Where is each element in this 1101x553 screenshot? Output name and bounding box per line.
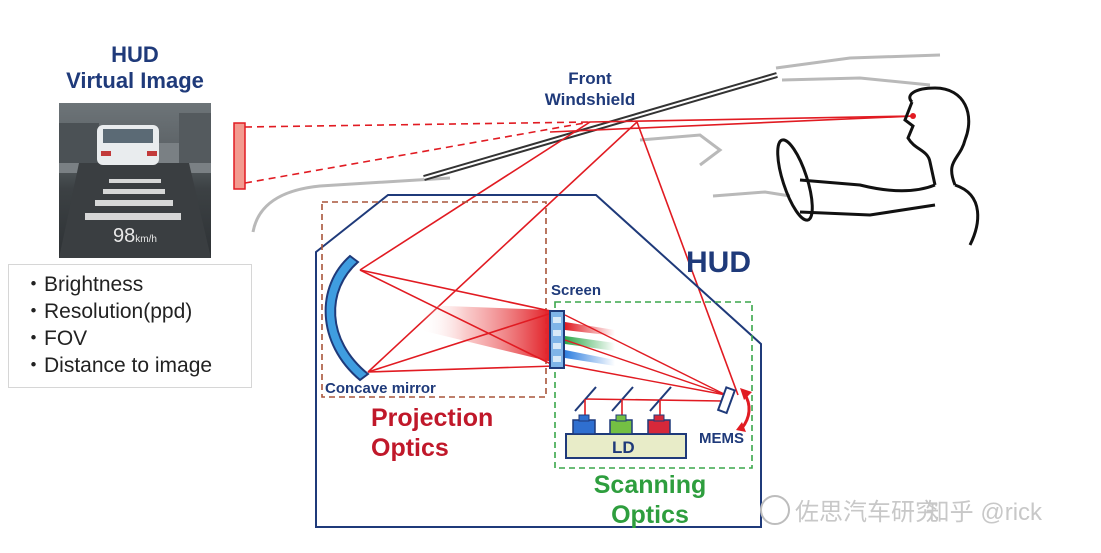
metric-label: Brightness bbox=[44, 273, 144, 296]
windshield-label-line2: Windshield bbox=[544, 90, 636, 109]
virtual-image-title: HUD Virtual Image bbox=[40, 42, 230, 94]
virtual-image-bar bbox=[233, 122, 246, 190]
driver-silhouette bbox=[776, 86, 980, 246]
metrics-list: ・Brightness ・Resolution(ppd) ・FOV ・Dista… bbox=[8, 264, 252, 388]
list-item: ・Resolution(ppd) bbox=[23, 298, 251, 325]
bullet: ・ bbox=[23, 300, 44, 323]
speed-unit: km/h bbox=[135, 234, 157, 245]
virtual-image-title-line2: Virtual Image bbox=[66, 68, 204, 93]
projection-optics-box bbox=[321, 201, 547, 398]
car-interior-outline bbox=[251, 53, 941, 233]
projection-optics-label: Projection Optics bbox=[371, 403, 493, 463]
watermark: 佐思汽车研究 知乎 @rick bbox=[795, 492, 1042, 527]
concave-mirror-label: Concave mirror bbox=[325, 380, 436, 397]
hud-housing bbox=[315, 194, 762, 528]
metric-label: Distance to image bbox=[44, 354, 213, 377]
watermark-icon bbox=[760, 495, 790, 525]
projection-optics-line2: Optics bbox=[371, 434, 449, 462]
scanning-optics-line1: Scanning bbox=[593, 471, 707, 499]
laser-red bbox=[647, 419, 671, 435]
speed-readout: 98km/h bbox=[59, 225, 211, 248]
scanning-optics-label: Scanning Optics bbox=[570, 470, 730, 530]
windshield-label: Front Windshield bbox=[530, 68, 650, 110]
road-photo: 98km/h bbox=[59, 103, 211, 258]
concave-mirror bbox=[324, 254, 370, 382]
ld-board bbox=[565, 433, 687, 459]
list-item: ・Distance to image bbox=[23, 352, 251, 379]
virtual-image-title-line1: HUD bbox=[111, 42, 159, 67]
bullet: ・ bbox=[23, 273, 44, 296]
scanning-optics-line2: Optics bbox=[611, 501, 689, 529]
ld-label: LD bbox=[612, 438, 635, 457]
driver-eye bbox=[910, 113, 916, 119]
metric-label: FOV bbox=[44, 327, 88, 350]
bullet: ・ bbox=[23, 327, 44, 350]
scanning-optics-box bbox=[554, 301, 753, 469]
eye-rays bbox=[359, 115, 916, 396]
mems-mirror bbox=[716, 386, 737, 415]
screen bbox=[549, 310, 565, 369]
watermark-handle: 知乎 @rick bbox=[925, 499, 1043, 526]
speed-value: 98 bbox=[113, 225, 136, 247]
windshield-label-line1: Front bbox=[568, 69, 612, 88]
list-item: ・FOV bbox=[23, 325, 251, 352]
road-scene-graphic bbox=[59, 113, 211, 258]
laser-green bbox=[609, 419, 633, 435]
bullet: ・ bbox=[23, 354, 44, 377]
projection-optics-line1: Projection bbox=[371, 404, 494, 432]
hud-label: HUD bbox=[686, 246, 751, 279]
laser-blue bbox=[572, 419, 596, 435]
metric-label: Resolution(ppd) bbox=[44, 300, 193, 323]
virtual-image-rays bbox=[244, 121, 591, 184]
list-item: ・Brightness bbox=[23, 271, 251, 298]
mems-label: MEMS bbox=[699, 430, 744, 447]
watermark-text: 佐思汽车研究 bbox=[795, 499, 939, 526]
screen-label: Screen bbox=[551, 282, 602, 299]
